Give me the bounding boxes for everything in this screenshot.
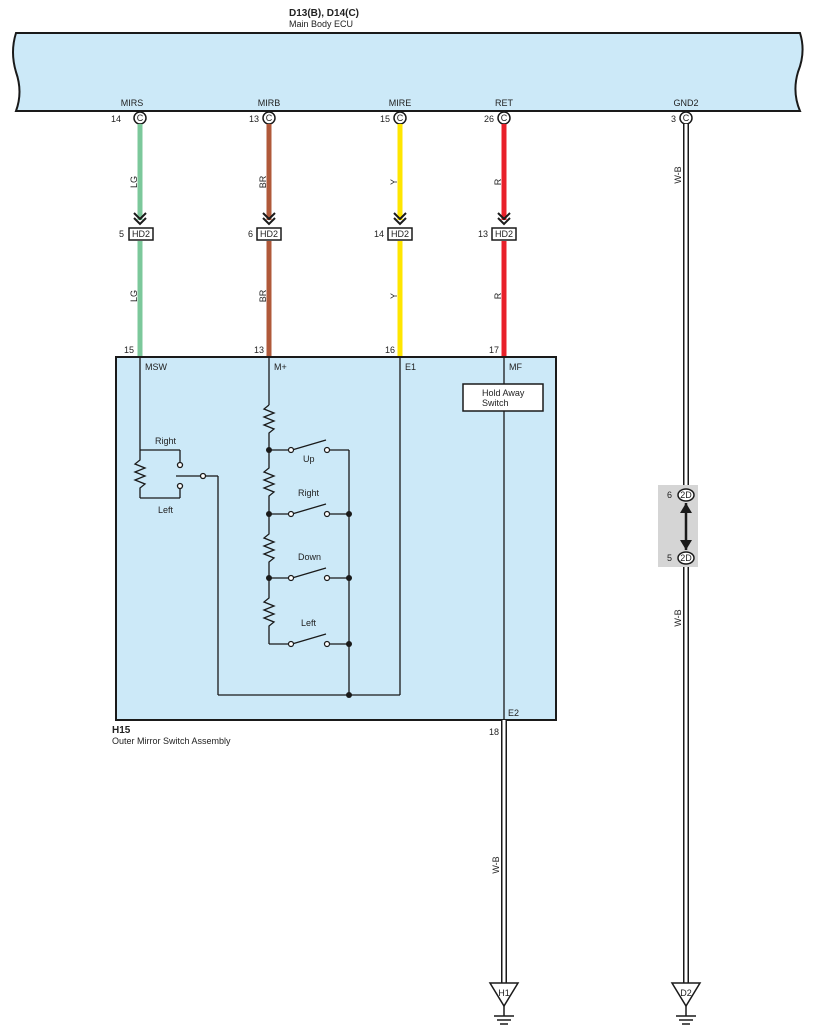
connector-2d-label-top: 2D	[680, 490, 692, 500]
junction-hd2-1: HD2 5	[119, 227, 154, 241]
pin-label-e1: E1	[405, 362, 416, 372]
ecu-pin-label: MIRE	[389, 98, 412, 108]
ecu-pin-label: RET	[495, 98, 514, 108]
ecu-pin-number: 15	[380, 114, 390, 124]
ecu-pin-conn: C	[397, 113, 404, 123]
switch-label-down: Down	[298, 552, 321, 562]
ecu-pin-conn: C	[266, 113, 273, 123]
wire-code-r-upper: R	[493, 178, 503, 185]
ecu-pin-gnd2: GND2 3 C	[671, 98, 699, 125]
assembly-name: Outer Mirror Switch Assembly	[112, 736, 231, 746]
ground-label-h1: H1	[498, 988, 510, 998]
wire-code-y-lower: Y	[389, 293, 399, 299]
pin-num-e1: 16	[385, 345, 395, 355]
switch-label-left: Left	[301, 618, 317, 628]
switch-label-up: Up	[303, 454, 315, 464]
pin-label-mf: MF	[509, 362, 522, 372]
connector-2d: 2D 6 2D 5	[658, 485, 698, 567]
junction-label: HD2	[132, 229, 150, 239]
hold-away-switch	[462, 383, 544, 412]
hold-away-label-1: Hold Away	[482, 388, 525, 398]
junction-pin: 6	[248, 229, 253, 239]
pin-label-msw: MSW	[145, 362, 168, 372]
ecu-pin-conn: C	[137, 113, 144, 123]
junction-chevrons	[133, 212, 511, 226]
junction-pin: 14	[374, 229, 384, 239]
main-body-ecu	[12, 32, 804, 112]
switch-contacts	[287, 446, 331, 648]
pin-label-mplus: M+	[274, 362, 287, 372]
wire-code-br-upper: BR	[258, 175, 268, 188]
assembly-id: H15	[112, 725, 131, 736]
junction-label: HD2	[260, 229, 278, 239]
switch-label-right: Right	[298, 488, 320, 498]
connector-2d-pin-top: 6	[667, 490, 672, 500]
junction-hd2-4: HD2 13	[478, 227, 517, 241]
wire-code-r-lower: R	[493, 292, 503, 299]
connector-2d-pin-bottom: 5	[667, 553, 672, 563]
wire-code-wb-e2: W-B	[491, 856, 501, 873]
wire-code-wb-gnd2-lower: W-B	[673, 609, 683, 626]
ground-d2: D2	[670, 982, 702, 1025]
ecu-pin-number: 14	[111, 114, 121, 124]
ecu-pin-number: 3	[671, 114, 676, 124]
ecu-pin-label: MIRS	[121, 98, 144, 108]
pin-num-e2: 18	[489, 727, 499, 737]
junction-label: HD2	[495, 229, 513, 239]
pin-num-mplus: 13	[254, 345, 264, 355]
junction-pin: 13	[478, 229, 488, 239]
hold-away-label-2: Switch	[482, 398, 509, 408]
ecu-name: Main Body ECU	[289, 19, 353, 29]
pin-num-msw: 15	[124, 345, 134, 355]
junction-pin: 5	[119, 229, 124, 239]
ecu-connector-label: D13(B), D14(C)	[289, 8, 359, 19]
junction-dots	[266, 447, 352, 698]
wire-code-br-lower: BR	[258, 289, 268, 302]
ground-h1: H1	[488, 982, 520, 1025]
ecu-pin-label: GND2	[673, 98, 698, 108]
selector-label-left: Left	[158, 505, 174, 515]
ecu-pin-conn: C	[683, 113, 690, 123]
ecu-pin-number: 26	[484, 114, 494, 124]
internal-wiring	[133, 357, 505, 720]
wire-code-lg-lower: LG	[129, 290, 139, 302]
junction-hd2-3: HD2 14	[374, 227, 413, 241]
switch-assembly-box	[115, 356, 557, 721]
ground-label-d2: D2	[680, 988, 692, 998]
selector-label-right: Right	[155, 436, 177, 446]
wire-code-wb-gnd2-upper: W-B	[673, 166, 683, 183]
ecu-pin-mire: MIRE 15 C	[380, 98, 412, 125]
wire-code-y-upper: Y	[389, 179, 399, 185]
ecu-pin-conn: C	[501, 113, 508, 123]
ecu-pin-number: 13	[249, 114, 259, 124]
ecu-pin-label: MIRB	[258, 98, 281, 108]
wire-code-lg-upper: LG	[129, 176, 139, 188]
junction-label: HD2	[391, 229, 409, 239]
pin-label-e2: E2	[508, 708, 519, 718]
pin-num-mf: 17	[489, 345, 499, 355]
junction-hd2-2: HD2 6	[248, 227, 282, 241]
connector-2d-label-bottom: 2D	[680, 553, 692, 563]
